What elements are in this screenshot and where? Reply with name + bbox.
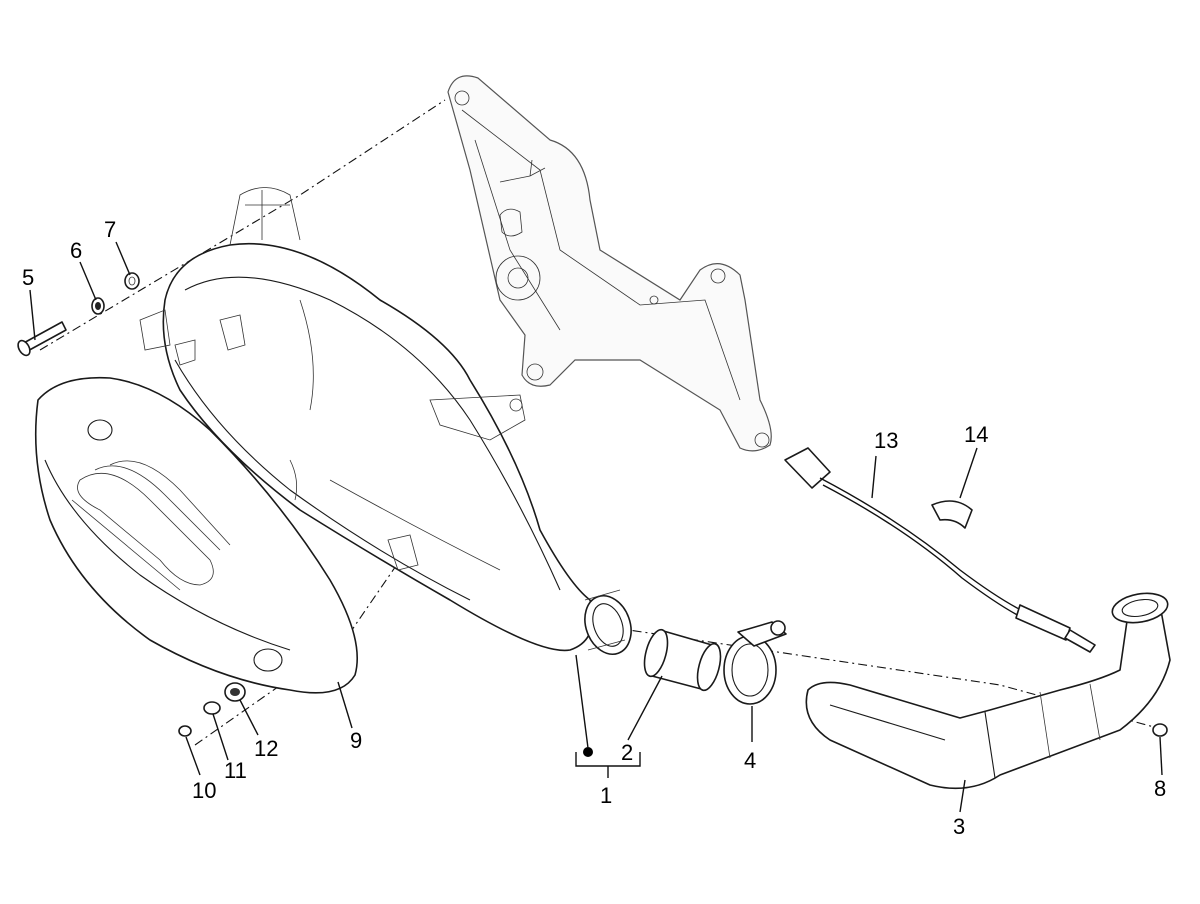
callout-11: 11 (224, 758, 247, 783)
assembly-dot (583, 747, 593, 757)
callout-14: 14 (964, 422, 988, 447)
leader-lines (29, 241, 1163, 813)
washer-7 (124, 272, 140, 290)
callout-8: 8 (1154, 776, 1166, 801)
sleeve-2 (643, 628, 722, 692)
clamp-4 (723, 620, 787, 705)
callout-4: 4 (744, 748, 756, 773)
callout-6: 6 (70, 238, 82, 263)
bolt-5 (17, 321, 67, 357)
nut-8 (1152, 723, 1168, 737)
muffler-outlet (583, 589, 632, 757)
exhaust-pipe-3 (805, 592, 1171, 790)
clip-14 (931, 500, 973, 529)
lock-washer-6 (91, 297, 105, 315)
heat-shield (34, 376, 358, 694)
callout-13: 13 (874, 428, 898, 453)
screw-10 (178, 725, 192, 737)
callout-3: 3 (953, 814, 965, 839)
callout-5: 5 (22, 265, 34, 290)
washer-11 (203, 701, 221, 715)
callout-labels: 1 2 3 4 5 6 7 8 9 10 11 12 13 14 (22, 217, 1166, 839)
callout-9: 9 (350, 728, 362, 753)
lambda-sensor-13 (784, 447, 1096, 653)
callout-10: 10 (192, 778, 216, 803)
heat-shield-slots (71, 460, 231, 591)
callout-1: 1 (600, 783, 612, 808)
nut-12 (224, 682, 246, 702)
support-bracket (447, 75, 772, 452)
callout-2: 2 (621, 740, 633, 765)
callout-12: 12 (254, 736, 278, 761)
muffler-body (139, 187, 594, 652)
callout-7: 7 (104, 217, 116, 242)
